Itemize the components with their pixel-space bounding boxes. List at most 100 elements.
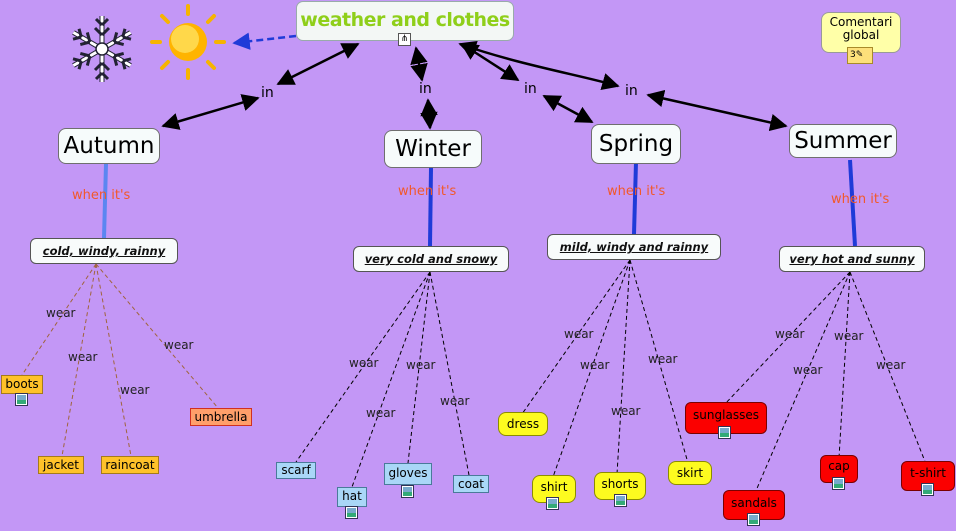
comment-count: 3 (850, 50, 856, 60)
item-sunglasses[interactable]: sunglasses (685, 402, 767, 434)
link-label-wear: wear (406, 358, 436, 372)
link-autumn-when (102, 163, 108, 239)
item-label: shirt (540, 480, 568, 494)
autumn-wear-links (21, 263, 219, 457)
item-label: jacket (43, 458, 79, 472)
item-raincoat[interactable]: raincoat (101, 456, 159, 474)
comment-icon[interactable]: 3✎ (847, 47, 873, 64)
link-label-wear: wear (68, 350, 98, 364)
link-label-wear: wear (46, 306, 76, 320)
subtree-icon[interactable]: ⋔ (398, 33, 411, 46)
item-label: boots (5, 377, 39, 391)
link-label-in: in (625, 83, 638, 99)
item-hat[interactable]: hat (337, 487, 367, 507)
image-icon[interactable] (718, 426, 731, 439)
global-comment[interactable]: Comentari global (821, 12, 901, 53)
item-label: t-shirt (910, 466, 946, 480)
condition-autumn[interactable]: cold, windy, rainny (30, 238, 178, 264)
season-autumn[interactable]: Autumn (58, 128, 160, 164)
link-label-when: when it's (831, 192, 890, 207)
link-label-when: when it's (72, 188, 131, 203)
item-label: skirt (676, 466, 704, 480)
comment-line-2: global (842, 28, 880, 42)
link-winter-when (428, 167, 433, 247)
title-node[interactable]: weather and clothes (296, 1, 514, 41)
condition-summer[interactable]: very hot and sunny (779, 246, 925, 272)
link-label-wear: wear (834, 329, 864, 343)
image-icon[interactable] (614, 494, 627, 507)
item-gloves[interactable]: gloves (384, 463, 432, 485)
link-label-wear: wear (793, 363, 823, 377)
condition-label: mild, windy and rainny (559, 240, 709, 254)
item-label: dress (506, 417, 540, 431)
season-summer[interactable]: Summer (789, 124, 897, 158)
image-icon[interactable] (401, 485, 414, 498)
item-umbrella[interactable]: umbrella (190, 408, 252, 426)
sun-icon (150, 4, 226, 80)
condition-spring[interactable]: mild, windy and rainny (547, 234, 721, 260)
condition-winter[interactable]: very cold and snowy (353, 246, 509, 272)
item-scarf[interactable]: scarf (276, 462, 316, 479)
item-dress[interactable]: dress (498, 412, 548, 436)
summer-wear-links (723, 271, 927, 494)
item-label: sandals (731, 496, 777, 510)
image-icon[interactable] (921, 483, 934, 496)
link-in-autumn (161, 94, 260, 130)
image-icon[interactable] (747, 513, 760, 526)
image-icon[interactable] (345, 506, 358, 519)
item-label: gloves (388, 466, 428, 480)
link-in-summer (646, 89, 788, 132)
spring-wear-links (521, 259, 689, 478)
condition-label: very hot and sunny (789, 252, 915, 266)
item-jacket[interactable]: jacket (38, 456, 84, 474)
link-label-wear: wear (349, 356, 379, 370)
link-title-spring-in (460, 42, 520, 82)
link-label-wear: wear (648, 352, 678, 366)
item-label: cap (828, 459, 850, 473)
snowflake-icon (70, 16, 134, 82)
item-label: coat (458, 477, 484, 491)
item-coat[interactable]: coat (453, 475, 489, 493)
season-spring[interactable]: Spring (591, 124, 681, 164)
link-title-autumn-in (276, 42, 360, 86)
link-in-winter (420, 98, 438, 130)
item-label: sunglasses (693, 408, 759, 422)
condition-label: cold, windy, rainny (42, 244, 166, 258)
season-winter[interactable]: Winter (384, 130, 482, 168)
link-title-summer-in (458, 40, 620, 91)
image-icon[interactable] (546, 497, 559, 510)
link-in-spring (542, 94, 594, 124)
season-label: Winter (395, 136, 471, 162)
winter-wear-links (295, 271, 470, 488)
comment-line-1: Comentari (829, 15, 893, 29)
item-sandals[interactable]: sandals (723, 490, 785, 520)
season-label: Autumn (63, 133, 155, 159)
link-title-winter-in (410, 46, 428, 82)
item-boots[interactable]: boots (1, 375, 43, 394)
link-label-wear: wear (366, 406, 396, 420)
link-label-wear: wear (775, 327, 805, 341)
link-label-in: in (524, 81, 537, 97)
image-icon[interactable] (832, 477, 845, 490)
title-text: weather and clothes (300, 9, 510, 31)
link-label-in: in (419, 81, 432, 97)
item-label: raincoat (105, 458, 155, 472)
item-label: shorts (601, 477, 639, 491)
link-label-wear: wear (440, 394, 470, 408)
link-label-wear: wear (876, 358, 906, 372)
season-label: Spring (598, 131, 674, 157)
link-label-wear: wear (580, 358, 610, 372)
item-label: umbrella (194, 410, 248, 424)
link-label-when: when it's (607, 184, 666, 199)
condition-label: very cold and snowy (364, 252, 498, 266)
season-label: Summer (794, 128, 892, 154)
link-label-in: in (261, 85, 274, 101)
sun-link (232, 32, 297, 50)
item-skirt[interactable]: skirt (668, 461, 712, 485)
link-label-wear: wear (120, 383, 150, 397)
image-icon[interactable] (15, 393, 28, 406)
link-label-wear: wear (164, 338, 194, 352)
link-label-when: when it's (398, 184, 457, 199)
